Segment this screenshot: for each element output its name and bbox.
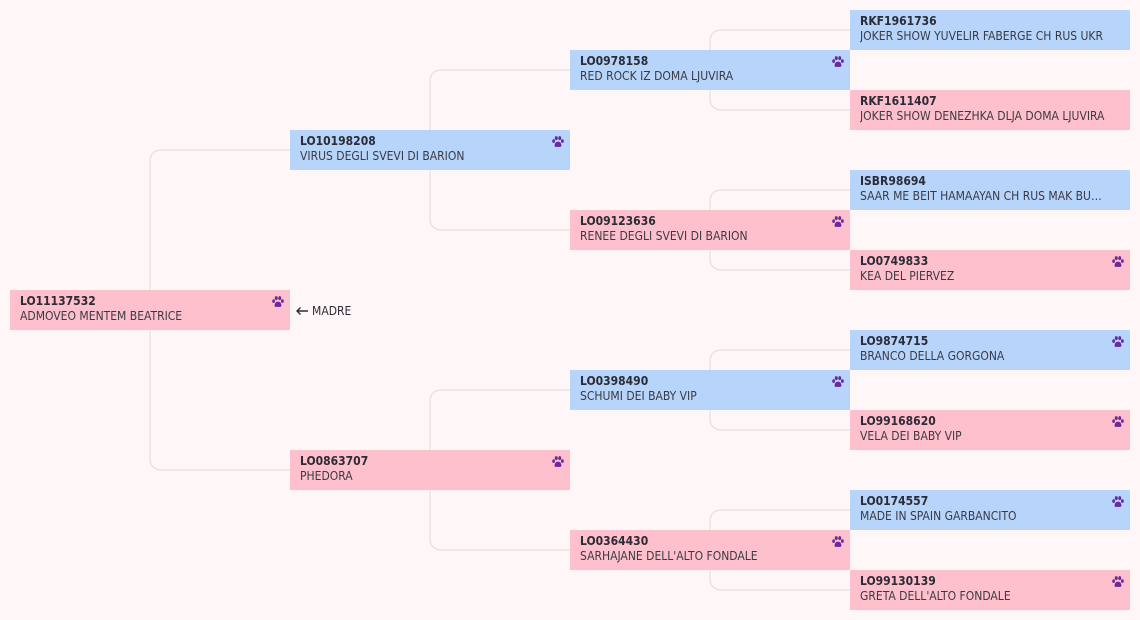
node-registration: LO99168620 — [860, 414, 936, 428]
paternal-grandsire-node[interactable]: LO0978158 RED ROCK IZ DOMA LJUVIRA — [570, 50, 850, 90]
connector-line — [429, 69, 570, 130]
paw-icon[interactable] — [551, 135, 565, 149]
node-name: ADMOVEO MENTEM BEATRICE — [20, 309, 183, 323]
ancestor-node[interactable]: LO0174557 MADE IN SPAIN GARBANCITO — [850, 490, 1130, 530]
ancestor-node[interactable]: LO0749833 KEA DEL PIERVEZ — [850, 250, 1130, 290]
node-registration: LO0978158 — [580, 54, 649, 68]
node-name: RED ROCK IZ DOMA LJUVIRA — [580, 69, 734, 83]
node-registration: RKF1961736 — [860, 14, 937, 28]
ancestor-node[interactable]: LO99168620 VELA DEI BABY VIP — [850, 410, 1130, 450]
ancestor-node[interactable]: RKF1961736 JOKER SHOW YUVELIR FABERGE CH… — [850, 10, 1130, 50]
connector-line — [429, 170, 570, 231]
connector-line — [709, 29, 850, 50]
node-registration: LO11137532 — [20, 294, 96, 308]
ancestor-node[interactable]: ISBR98694 SAAR ME BEIT HAMAAYAN CH RUS M… — [850, 170, 1130, 210]
node-name: RENEE DEGLI SVEVI DI BARION — [580, 229, 748, 243]
ancestor-node[interactable]: RKF1611407 JOKER SHOW DENEZHKA DLJA DOMA… — [850, 90, 1130, 130]
node-name: VELA DEI BABY VIP — [860, 429, 962, 443]
connector-line — [149, 149, 290, 290]
paw-icon[interactable] — [1111, 575, 1125, 589]
node-registration: ISBR98694 — [860, 174, 926, 188]
node-name: JOKER SHOW DENEZHKA DLJA DOMA LJUVIRA — [860, 109, 1105, 123]
node-registration: LO0749833 — [860, 254, 929, 268]
node-name: VIRUS DEGLI SVEVI DI BARION — [300, 149, 465, 163]
madre-text: MADRE — [312, 304, 352, 318]
ancestor-node[interactable]: LO99130139 GRETA DELL'ALTO FONDALE — [850, 570, 1130, 610]
paw-icon[interactable] — [831, 375, 845, 389]
node-name: JOKER SHOW YUVELIR FABERGE CH RUS UKR — [860, 29, 1103, 43]
madre-label: MADRE — [295, 303, 351, 319]
node-name: PHEDORA — [300, 469, 353, 483]
maternal-grandsire-node[interactable]: LO0398490 SCHUMI DEI BABY VIP — [570, 370, 850, 410]
paw-icon[interactable] — [271, 295, 285, 309]
node-name: MADE IN SPAIN GARBANCITO — [860, 509, 1017, 523]
node-registration: LO0863707 — [300, 454, 369, 468]
node-registration: LO0364430 — [580, 534, 649, 548]
ancestor-node[interactable]: LO9874715 BRANCO DELLA GORGONA — [850, 330, 1130, 370]
node-registration: RKF1611407 — [860, 94, 937, 108]
connector-line — [709, 250, 850, 271]
paw-icon[interactable] — [831, 535, 845, 549]
arrow-left-icon — [296, 307, 308, 315]
node-registration: LO10198208 — [300, 134, 376, 148]
node-name: SARHAJANE DELL'ALTO FONDALE — [580, 549, 758, 563]
connector-line — [709, 509, 850, 530]
paw-icon[interactable] — [551, 455, 565, 469]
node-name: SAAR ME BEIT HAMAAYAN CH RUS MAK BUL GRE — [860, 189, 1106, 203]
paternal-granddam-node[interactable]: LO09123636 RENEE DEGLI SVEVI DI BARION — [570, 210, 850, 250]
node-registration: LO9874715 — [860, 334, 929, 348]
paw-icon[interactable] — [1111, 255, 1125, 269]
connector-line — [429, 490, 570, 551]
sire-node[interactable]: LO10198208 VIRUS DEGLI SVEVI DI BARION — [290, 130, 570, 170]
connector-line — [709, 349, 850, 370]
connector-line — [429, 389, 570, 450]
paw-icon[interactable] — [831, 215, 845, 229]
node-name: GRETA DELL'ALTO FONDALE — [860, 589, 1011, 603]
node-name: BRANCO DELLA GORGONA — [860, 349, 1005, 363]
node-registration: LO99130139 — [860, 574, 936, 588]
connector-line — [149, 330, 290, 471]
connector-line — [709, 410, 850, 431]
node-name: KEA DEL PIERVEZ — [860, 269, 955, 283]
connector-line — [709, 189, 850, 210]
paw-icon[interactable] — [831, 55, 845, 69]
node-registration: LO09123636 — [580, 214, 656, 228]
node-registration: LO0174557 — [860, 494, 929, 508]
connector-line — [709, 90, 850, 111]
node-name: SCHUMI DEI BABY VIP — [580, 389, 697, 403]
paw-icon[interactable] — [1111, 335, 1125, 349]
subject-node[interactable]: LO11137532 ADMOVEO MENTEM BEATRICE — [10, 290, 290, 330]
paw-icon[interactable] — [1111, 415, 1125, 429]
connector-line — [709, 570, 850, 591]
paw-icon[interactable] — [1111, 495, 1125, 509]
maternal-granddam-node[interactable]: LO0364430 SARHAJANE DELL'ALTO FONDALE — [570, 530, 850, 570]
dam-node[interactable]: LO0863707 PHEDORA — [290, 450, 570, 490]
node-registration: LO0398490 — [580, 374, 649, 388]
